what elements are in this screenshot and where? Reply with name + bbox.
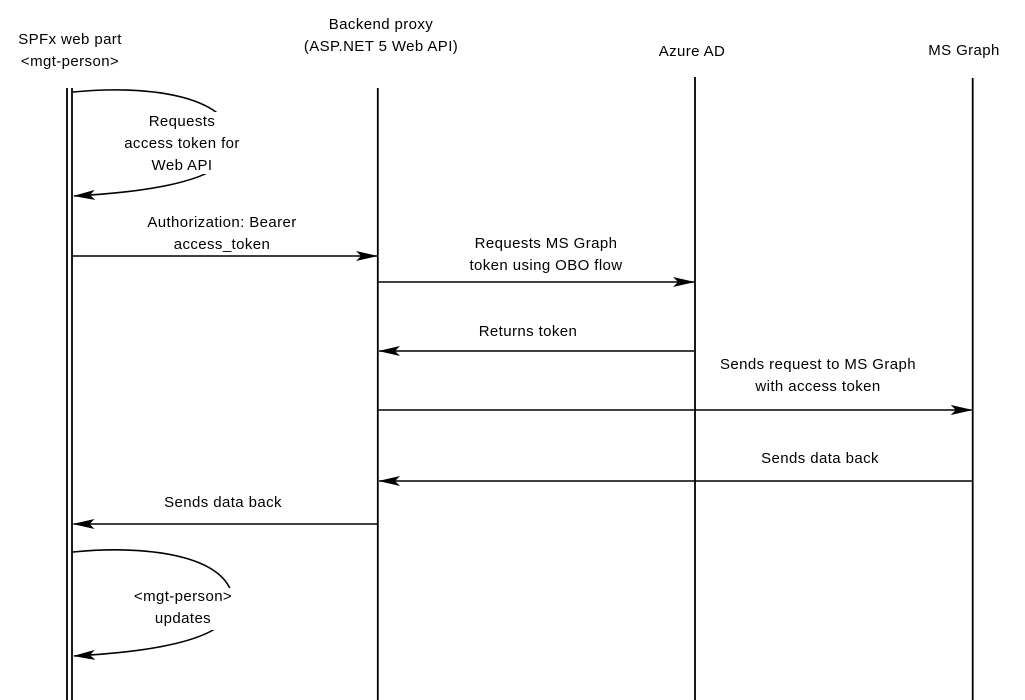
label-send-graph-request-line1: Sends request to MS Graph [720,356,916,373]
label-mgt-person-updates-line2: updates [155,610,211,627]
actor-spfx-label-line2: <mgt-person> [21,53,119,70]
label-backdrop-request-access-token [110,112,256,174]
label-authorization-bearer-line2: access_token [174,236,271,253]
actor-azure-ad-label: Azure AD [659,43,726,60]
message-labels: Requests access token for Web API Author… [124,113,916,627]
lifelines [66,77,974,700]
label-returns-token: Returns token [479,323,578,340]
actor-spfx-label-line1: SPFx web part [18,31,122,48]
message-arrows [72,251,973,529]
label-authorization-bearer-line1: Authorization: Bearer [147,214,296,231]
label-request-access-token-line3: Web API [152,157,213,174]
label-proxy-sends-data: Sends data back [164,494,282,511]
label-request-access-token-line2: access token for [124,135,240,152]
actor-ms-graph-label: MS Graph [928,42,1000,59]
label-graph-sends-data: Sends data back [761,450,879,467]
label-request-access-token-line1: Requests [149,113,216,130]
label-send-graph-request-line2: with access token [754,378,880,395]
actor-headers: SPFx web part <mgt-person> Backend proxy… [18,16,1000,70]
label-mgt-person-updates-line1: <mgt-person> [134,588,232,605]
actor-backend-label-line1: Backend proxy [329,16,434,33]
actor-backend-label-line2: (ASP.NET 5 Web API) [304,38,458,55]
label-backdrop-mgt-person-updates [118,588,250,630]
label-request-obo-line2: token using OBO flow [469,257,622,274]
label-request-obo-line1: Requests MS Graph [475,235,618,252]
